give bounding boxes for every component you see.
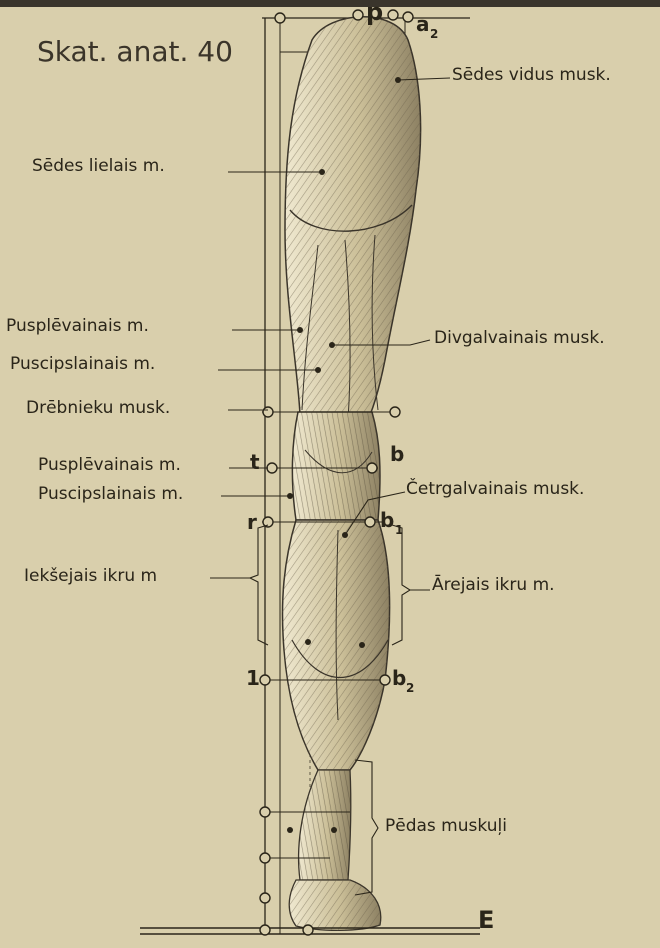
point-foot-2 xyxy=(260,853,270,863)
point-foot-3 xyxy=(260,893,270,903)
marker-b: b xyxy=(390,444,404,464)
marker-one: 1 xyxy=(246,668,260,688)
label-drebnieku: Drēbnieku musk. xyxy=(26,400,170,417)
marker-r: r xyxy=(247,512,257,532)
point-b1 xyxy=(365,517,375,527)
point-b xyxy=(367,463,377,473)
marker-b2: b xyxy=(392,668,406,688)
marker-p: p xyxy=(366,0,383,24)
marker-b1: b xyxy=(380,510,394,530)
label-pedas: Pēdas muskuļi xyxy=(385,818,507,835)
label-divgalvainais: Divgalvainais musk. xyxy=(434,330,605,347)
point-knee-left xyxy=(263,407,273,417)
marker-b2-sub: 2 xyxy=(406,682,414,694)
point-heel xyxy=(260,925,270,935)
point-b2 xyxy=(380,675,390,685)
label-sedes-lielais: Sēdes lielais m. xyxy=(32,158,165,175)
label-puscipslainais-1: Puscipslainais m. xyxy=(10,356,155,373)
label-pusplevainais-1: Pusplēvainais m. xyxy=(6,318,149,335)
point-top-left xyxy=(275,13,285,23)
top-edge-band xyxy=(0,0,660,7)
point-knee-right xyxy=(390,407,400,417)
label-cetrgalvainais: Četrgalvainais musk. xyxy=(406,481,584,498)
marker-b1-sub: 1 xyxy=(395,524,403,536)
point-foot-1 xyxy=(260,807,270,817)
marker-t: t xyxy=(250,452,260,472)
brace-arejais xyxy=(392,525,410,645)
point-t xyxy=(267,463,277,473)
marker-a: a xyxy=(416,14,430,34)
point-1 xyxy=(260,675,270,685)
label-pusplevainais-2: Pusplēvainais m. xyxy=(38,457,181,474)
label-puscipslainais-2: Puscipslainais m. xyxy=(38,486,183,503)
plate-title: Skat. anat. 40 xyxy=(37,38,233,66)
label-arejais: Ārejais ikru m. xyxy=(432,577,555,594)
marker-E: E xyxy=(478,908,494,932)
label-sedes-vidus: Sēdes vidus musk. xyxy=(452,67,611,84)
point-p-left xyxy=(353,10,363,20)
marker-a-sub: 2 xyxy=(430,28,438,40)
point-p-right xyxy=(388,10,398,20)
label-ieksejais: Iekšejais ikru m xyxy=(24,568,157,585)
point-heel-2 xyxy=(303,925,313,935)
brace-pedas xyxy=(355,760,378,895)
point-a-right xyxy=(403,12,413,22)
